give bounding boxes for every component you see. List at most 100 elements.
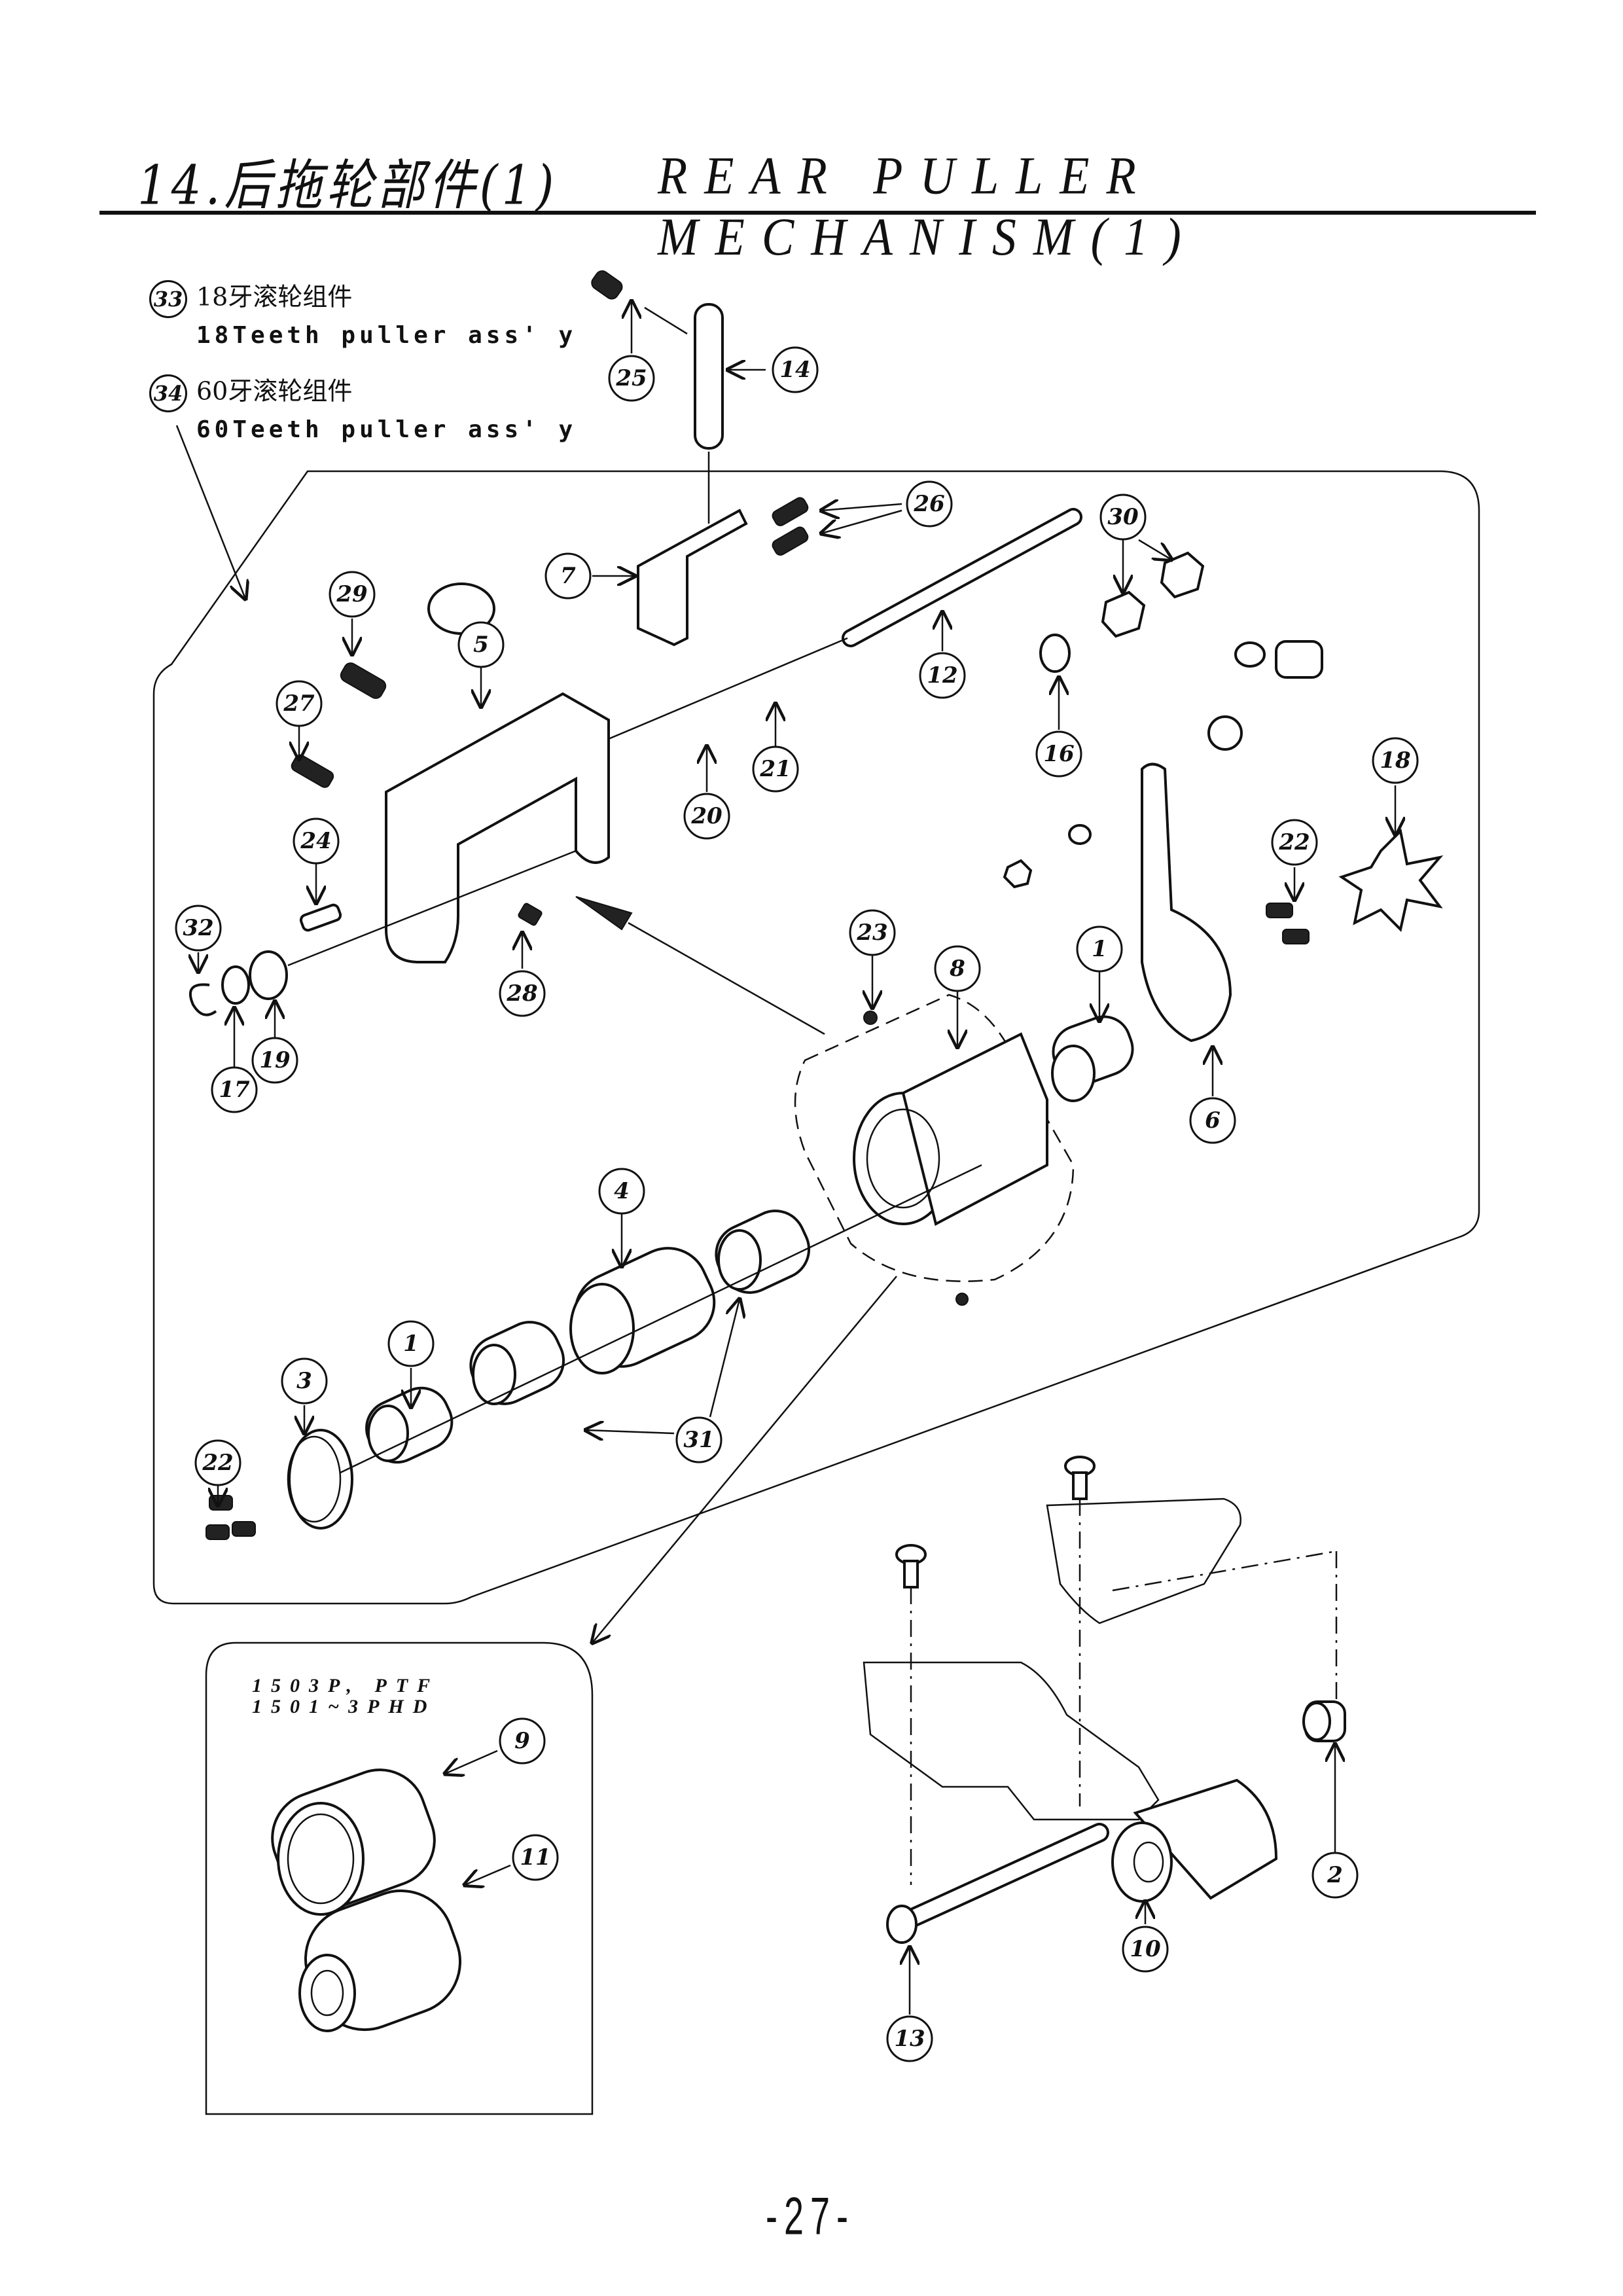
- part-nut-30b: [1160, 551, 1205, 599]
- callout-c21: 21: [752, 704, 799, 793]
- callout-c3: 3: [281, 1357, 328, 1433]
- inset-model-label: 1503P, PTF 1501~3PHD: [252, 1676, 439, 1717]
- callout-bubble: [499, 970, 546, 1017]
- part-collar-2: [1302, 1700, 1346, 1742]
- callout-number: 26: [913, 491, 944, 517]
- callout-number: 3: [296, 1368, 312, 1394]
- callout-c8: 8: [934, 945, 981, 1047]
- callout-bubble: [1271, 819, 1318, 866]
- part-pin-14: [694, 303, 724, 450]
- callout-c12: 12: [919, 612, 966, 699]
- assembly-name-en: 60Teeth puller ass' y: [196, 416, 577, 443]
- callout-number: 32: [183, 915, 213, 941]
- callout-number: 9: [514, 1728, 530, 1754]
- callout-number: 22: [202, 1450, 233, 1476]
- part-screw-upper-right: [1064, 1456, 1096, 1500]
- callout-number: 10: [1130, 1936, 1161, 1962]
- callout-c2: 2: [1311, 1744, 1359, 1899]
- part-screw-23b: [955, 1293, 969, 1306]
- part-bearing-31b: [469, 1321, 565, 1405]
- part-plate-6: [1141, 762, 1232, 1043]
- page-number: -27-: [766, 2187, 855, 2246]
- part-arm-main: [385, 692, 610, 963]
- callout-bubble: [512, 1834, 559, 1881]
- callout-c30: 30: [1099, 493, 1171, 592]
- callout-leader: [1138, 539, 1171, 560]
- part-nut-small: [1003, 859, 1033, 889]
- callout-number: 1: [403, 1331, 419, 1357]
- callout-number: 13: [894, 2026, 925, 2052]
- callout-number: 11: [520, 1844, 550, 1871]
- callout-number: 16: [1043, 741, 1074, 767]
- assembly-name-zh: 18牙滚轮组件: [196, 282, 353, 312]
- callout-bubble: [211, 1066, 258, 1113]
- part-roller-hub-11: [298, 1889, 462, 2032]
- part-star-18: [1338, 828, 1444, 932]
- page-header: 14.后拖轮部件(1) REAR PULLER MECHANISM(1): [98, 134, 1531, 267]
- callout-c23: 23: [849, 909, 896, 1008]
- part-sleeve-4: [569, 1247, 716, 1374]
- part-screw-29: [340, 662, 387, 699]
- callout-bubble: [934, 945, 981, 992]
- part-base-plate: [863, 1661, 1160, 1821]
- callout-bubble: [1189, 1097, 1236, 1144]
- callout-bubble: [457, 621, 505, 668]
- callout-bubble: [544, 552, 592, 600]
- callout-c9: 9: [445, 1717, 546, 1774]
- callout-c11: 11: [465, 1834, 559, 1885]
- part-washer-small: [1068, 824, 1092, 845]
- part-setscrew-28: [518, 903, 543, 926]
- callout-c20: 20: [683, 746, 730, 840]
- part-nut-30a: [1101, 590, 1146, 638]
- callout-number: 30: [1107, 504, 1139, 530]
- callout-c27: 27: [276, 680, 323, 759]
- callout-number: 12: [927, 662, 957, 689]
- callout-c6: 6: [1189, 1047, 1236, 1144]
- part-pin-24: [299, 903, 342, 932]
- callout-number: 31: [683, 1427, 714, 1453]
- leader-to-inset: [592, 1276, 897, 1643]
- inset-models-line-1: 1503P, PTF: [252, 1675, 440, 1696]
- callout-bubble: [906, 480, 953, 528]
- part-shaft-12: [842, 508, 1082, 647]
- callout-bubble: [608, 355, 655, 402]
- part-screw-23: [863, 1011, 878, 1025]
- part-screws-26: [772, 497, 809, 556]
- callout-number: 25: [615, 365, 647, 391]
- callout-c22b: 22: [194, 1439, 241, 1505]
- callout-bubble: [175, 905, 222, 952]
- callout-c16: 16: [1035, 677, 1082, 778]
- callout-c5: 5: [457, 621, 505, 707]
- assembly-name-zh: 60牙滚轮组件: [196, 376, 353, 406]
- callout-number: 7: [560, 563, 576, 589]
- part-screw-27: [291, 754, 334, 788]
- callout-number: 17: [219, 1077, 250, 1103]
- callout-c14: 14: [728, 346, 819, 393]
- callout-number: 18: [1380, 747, 1410, 774]
- callout-bubble: [752, 745, 799, 793]
- callout-leader: [586, 1430, 675, 1433]
- callout-bubble: [1372, 737, 1419, 784]
- part-screw-upper-left: [895, 1544, 927, 1588]
- callout-leader: [821, 509, 902, 533]
- callout-number: 6: [1205, 1107, 1221, 1134]
- callout-number: 14: [779, 357, 810, 383]
- callout-bubble: [919, 652, 966, 699]
- section-title-en: REAR PULLER MECHANISM(1): [658, 147, 1198, 267]
- gear-assembly-outline: [794, 994, 1075, 1282]
- callout-number: 20: [690, 803, 722, 829]
- callout-bubble: [1311, 1852, 1359, 1899]
- part-gear-8: [853, 1032, 1048, 1226]
- callout-c1a: 1: [1076, 925, 1123, 1021]
- callout-c24: 24: [293, 817, 340, 903]
- callout-c10: 10: [1122, 1901, 1169, 1973]
- part-washer-17: [221, 965, 250, 1005]
- callout-c31: 31: [586, 1299, 740, 1463]
- callout-number: 19: [259, 1047, 290, 1073]
- leader-34: [175, 425, 245, 599]
- part-upper-plate: [1046, 1498, 1241, 1624]
- callout-c29: 29: [329, 571, 376, 655]
- part-screw-25: [591, 270, 688, 335]
- callout-c17: 17: [211, 1008, 258, 1113]
